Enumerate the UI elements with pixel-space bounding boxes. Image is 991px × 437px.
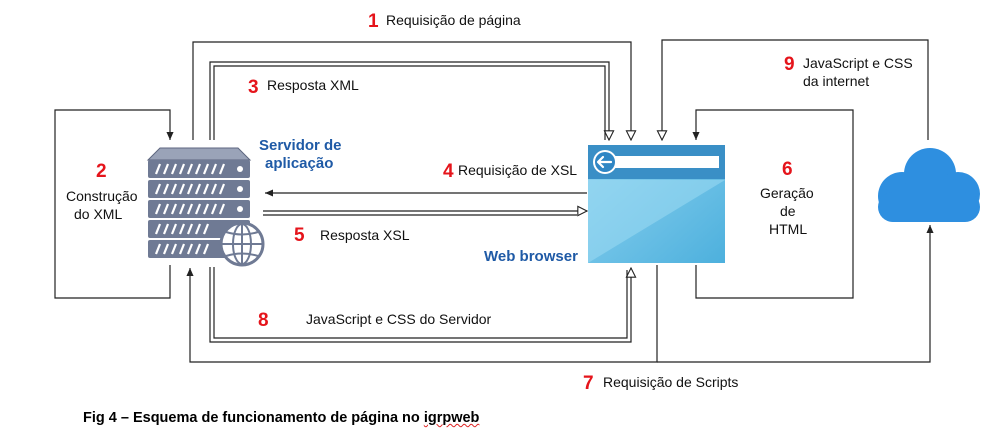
step-6-number: 6 xyxy=(782,159,793,180)
step-7-label: Requisição de Scripts xyxy=(603,374,738,390)
server-label-line-1: Servidor de xyxy=(259,137,342,154)
step-2-label-line-2: do XML xyxy=(74,206,122,222)
arrow-step-9 xyxy=(662,39,929,140)
arrow-step-8 xyxy=(209,267,631,343)
step-2-label-line-1: Construção xyxy=(66,188,138,204)
step-4-number: 4 xyxy=(443,161,454,182)
step-5-label: Resposta XSL xyxy=(320,227,410,243)
step-9-label-line-1: JavaScript e CSS xyxy=(803,55,913,71)
server-label-line-2: aplicação xyxy=(265,155,333,172)
step-8-number: 8 xyxy=(258,310,269,331)
caption-text: Fig 4 – Esquema de funcionamento de pági… xyxy=(83,410,424,426)
step-9-number: 9 xyxy=(784,54,795,75)
arrow-step-1 xyxy=(192,41,631,140)
browser-label: Web browser xyxy=(484,248,578,265)
step-7-number: 7 xyxy=(583,373,594,394)
connectors xyxy=(54,39,934,363)
back-arrow-icon xyxy=(593,150,617,174)
step-1-number: 1 xyxy=(368,11,379,32)
arrow-step-7-cloud xyxy=(657,225,934,363)
figure-caption: Fig 4 – Esquema de funcionamento de pági… xyxy=(83,410,479,426)
step-8-label: JavaScript e CSS do Servidor xyxy=(306,311,492,327)
cloud-icon xyxy=(878,148,980,222)
arrow-step-3-a xyxy=(209,61,609,140)
arrow-step-7-server xyxy=(186,265,658,363)
step-6-label-line-2: de xyxy=(780,203,796,219)
step-6-label-line-3: HTML xyxy=(769,221,807,237)
arrow-step-6 xyxy=(692,109,854,299)
step-3-label: Resposta XML xyxy=(267,77,359,93)
arrow-step-2 xyxy=(54,109,174,299)
caption-product-name: igrpweb xyxy=(423,410,480,426)
step-1-label: Requisição de página xyxy=(386,12,521,28)
step-9-label-line-2: da internet xyxy=(803,73,869,89)
step-2-number: 2 xyxy=(96,161,107,182)
step-4-label: Requisição de XSL xyxy=(458,162,577,178)
step-3-number: 3 xyxy=(248,77,259,98)
step-5-number: 5 xyxy=(294,225,305,246)
globe-icon xyxy=(219,221,265,267)
step-6-label-line-1: Geração xyxy=(760,185,814,201)
